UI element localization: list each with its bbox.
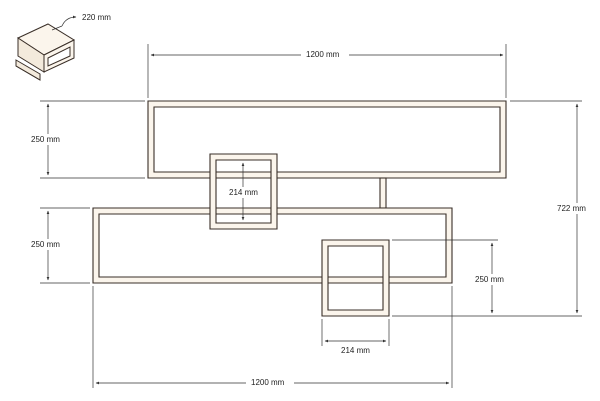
top-shelf-frame (147, 100, 507, 179)
bottom-width-label: 1200 mm (251, 378, 285, 387)
overall-height-label: 722 mm (557, 204, 586, 213)
upper-box-height-label: 214 mm (229, 188, 258, 197)
thickness-dimension: 220 mm (51, 13, 111, 31)
lower-box-width-label: 214 mm (341, 346, 370, 355)
upper-box (209, 153, 278, 230)
top-shelf-height-label: 250 mm (31, 135, 60, 144)
top-width-label: 1200 mm (306, 50, 340, 59)
connector-post (379, 177, 387, 209)
thickness-label: 220 mm (82, 13, 111, 22)
lower-shelf-frame (92, 207, 453, 284)
lower-box (321, 239, 390, 317)
board-cross-section-icon (15, 23, 76, 81)
shelf-unit (92, 100, 507, 317)
lower-box-height-label: 250 mm (475, 275, 504, 284)
lower-shelf-height-label: 250 mm (31, 240, 60, 249)
